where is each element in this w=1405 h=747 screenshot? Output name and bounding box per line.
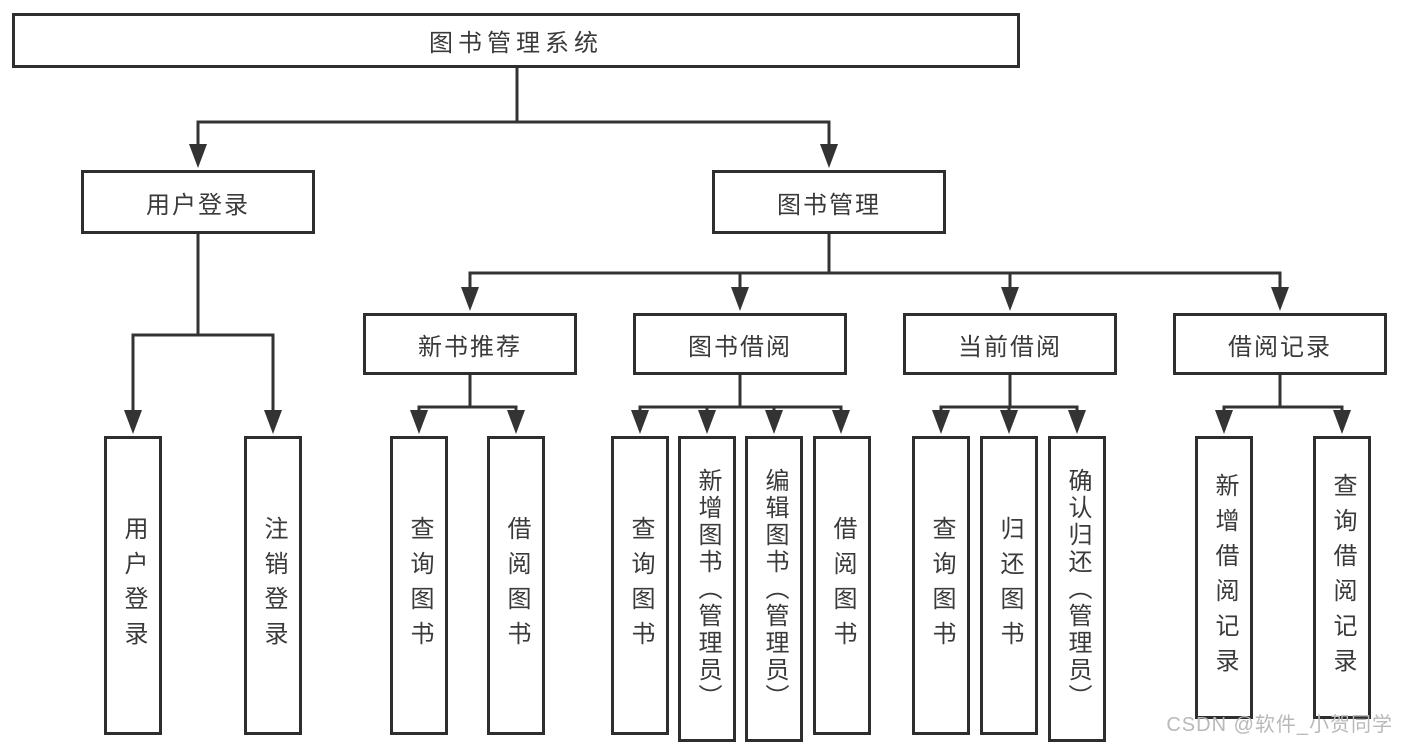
- leaf-record-query: 查询借阅记录: [1313, 436, 1371, 719]
- arrow-down-icon: [189, 144, 207, 168]
- connector-root-to-level2: [196, 66, 831, 152]
- arrow-down-icon: [932, 410, 950, 434]
- node-root-system: 图书管理系统: [12, 13, 1020, 68]
- arrow-down-icon: [765, 410, 783, 434]
- csdn-watermark: CSDN @软件_小贺同学: [1166, 714, 1393, 736]
- connector-bookmgmt-to-modules: [468, 232, 1282, 295]
- connector-userlogin-to-leaves: [131, 232, 275, 414]
- leaf-cur-query-book-label: 查询图书: [928, 515, 955, 656]
- node-book-borrow-label: 图书借阅: [688, 333, 792, 361]
- leaf-bb-add-book-admin-label: 新增图书（管理员）: [694, 467, 721, 711]
- connector-bookborrow-to-leaves: [638, 373, 843, 416]
- node-borrow-record-label: 借阅记录: [1228, 333, 1332, 361]
- leaf-cur-query-book: 查询图书: [912, 436, 970, 735]
- leaf-cur-confirm-return-admin-label: 确认归还（管理员）: [1064, 467, 1091, 711]
- leaf-record-query-label: 查询借阅记录: [1329, 472, 1356, 683]
- leaf-bb-edit-book-admin-label: 编辑图书（管理员）: [761, 467, 788, 711]
- leaf-rec-query-book: 查询图书: [390, 436, 448, 735]
- arrowheads: [124, 144, 1351, 434]
- node-new-book-recommend-label: 新书推荐: [418, 333, 522, 361]
- node-book-management: 图书管理: [712, 170, 946, 234]
- leaf-user-login: 用户登录: [104, 436, 162, 735]
- arrow-down-icon: [410, 410, 428, 434]
- leaf-bb-borrow-book-label: 借阅图书: [829, 515, 856, 656]
- leaf-rec-borrow-book-label: 借阅图书: [503, 515, 530, 656]
- leaf-bb-edit-book-admin: 编辑图书（管理员）: [745, 436, 803, 742]
- node-book-borrow: 图书借阅: [633, 313, 847, 375]
- leaf-cur-return-book-label: 归还图书: [996, 515, 1023, 656]
- leaf-logout-label: 注销登录: [260, 515, 287, 656]
- leaf-rec-query-book-label: 查询图书: [406, 515, 433, 656]
- arrow-down-icon: [507, 410, 525, 434]
- arrow-down-icon: [1271, 287, 1289, 311]
- arrow-down-icon: [264, 410, 282, 434]
- leaf-bb-query-book: 查询图书: [611, 436, 669, 735]
- arrow-down-icon: [731, 287, 749, 311]
- arrow-down-icon: [698, 410, 716, 434]
- node-current-borrow: 当前借阅: [903, 313, 1117, 375]
- arrow-down-icon: [1068, 410, 1086, 434]
- leaf-user-login-label: 用户登录: [120, 515, 147, 656]
- arrow-down-icon: [820, 144, 838, 168]
- leaf-logout: 注销登录: [244, 436, 302, 735]
- arrow-down-icon: [1215, 410, 1233, 434]
- arrow-down-icon: [832, 410, 850, 434]
- leaf-record-add: 新增借阅记录: [1195, 436, 1253, 719]
- leaf-bb-query-book-label: 查询图书: [627, 515, 654, 656]
- arrow-down-icon: [461, 287, 479, 311]
- connector-newbookrec-to-leaves: [417, 373, 518, 416]
- node-book-management-label: 图书管理: [777, 191, 881, 219]
- arrow-down-icon: [124, 410, 142, 434]
- node-root-system-label: 图书管理系统: [429, 30, 603, 57]
- leaf-bb-borrow-book: 借阅图书: [813, 436, 871, 735]
- node-new-book-recommend: 新书推荐: [363, 313, 577, 375]
- connector-currentborrow-to-leaves: [939, 373, 1079, 416]
- arrow-down-icon: [1333, 410, 1351, 434]
- arrow-down-icon: [631, 410, 649, 434]
- leaf-record-add-label: 新增借阅记录: [1211, 472, 1238, 683]
- arrow-down-icon: [1000, 410, 1018, 434]
- connector-borrowrecord-to-leaves: [1222, 373, 1344, 416]
- node-borrow-record: 借阅记录: [1173, 313, 1387, 375]
- leaf-bb-add-book-admin: 新增图书（管理员）: [678, 436, 736, 742]
- leaf-rec-borrow-book: 借阅图书: [487, 436, 545, 735]
- leaf-cur-return-book: 归还图书: [980, 436, 1038, 735]
- node-user-login: 用户登录: [81, 170, 315, 234]
- arrow-down-icon: [1001, 287, 1019, 311]
- node-current-borrow-label: 当前借阅: [958, 333, 1062, 361]
- node-user-login-label: 用户登录: [146, 191, 250, 219]
- leaf-cur-confirm-return-admin: 确认归还（管理员）: [1048, 436, 1106, 742]
